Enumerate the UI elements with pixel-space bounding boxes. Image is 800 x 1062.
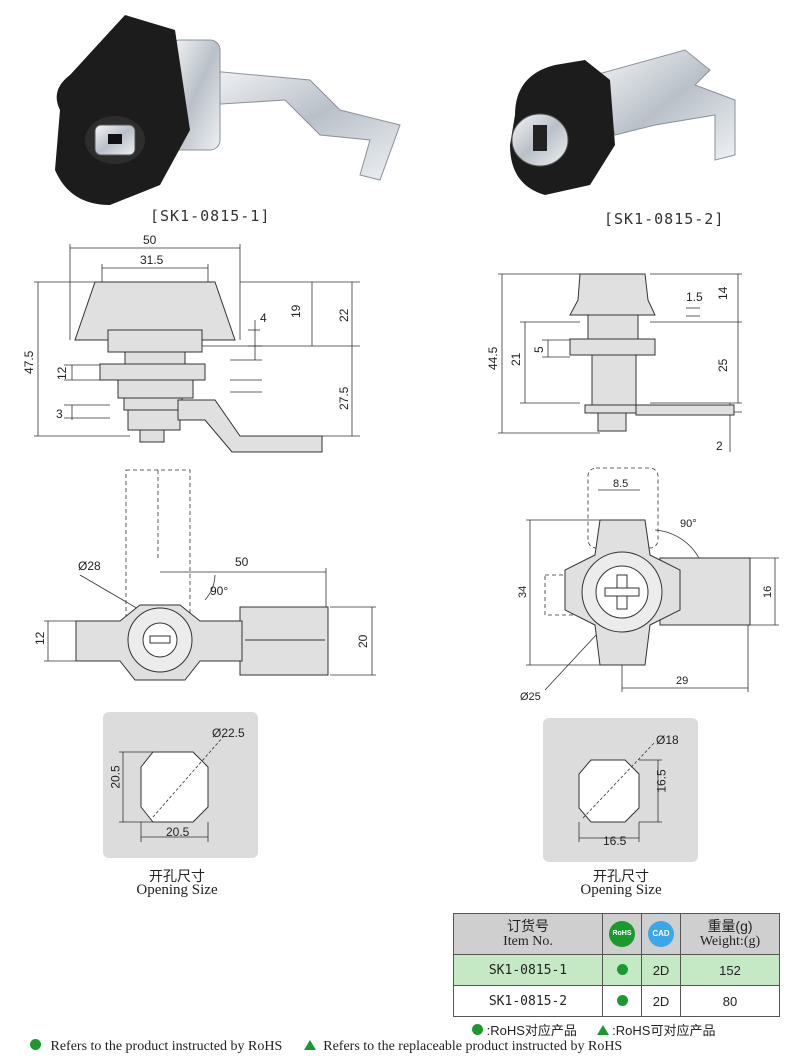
svg-text:14: 14 <box>716 286 730 300</box>
table-row: SK1-0815-1 2D 152 <box>453 954 780 986</box>
opening-width-right: 16.5 <box>603 834 627 848</box>
svg-text:12: 12 <box>33 631 47 645</box>
svg-text:8.5: 8.5 <box>613 478 628 490</box>
cad-cell: 2D <box>641 985 681 1017</box>
opening-diameter-right: Ø18 <box>656 733 679 747</box>
rohs-dot-icon <box>472 1024 483 1035</box>
svg-text:90°: 90° <box>680 518 697 530</box>
item-no-header: 订货号 Item No. <box>453 913 603 955</box>
cad-icon: CAD <box>648 921 674 947</box>
svg-text:12: 12 <box>55 366 69 380</box>
svg-text:44.5: 44.5 <box>486 346 500 370</box>
svg-text:3: 3 <box>56 407 63 421</box>
svg-text:16: 16 <box>762 586 774 598</box>
opening-width-left: 20.5 <box>166 825 190 839</box>
legend-en: Refers to the product instructed by RoHS… <box>30 1039 622 1055</box>
product-caption-right: [SK1-0815-2] <box>604 210 725 228</box>
rohs-triangle-icon <box>596 1025 609 1035</box>
cad-cell: 2D <box>641 954 681 986</box>
product-photo-sk1-0815-1 <box>55 15 401 205</box>
svg-text:50: 50 <box>143 233 157 247</box>
svg-text:50: 50 <box>235 555 249 569</box>
item-no-cell: SK1-0815-1 <box>453 954 603 986</box>
rohs-header: RoHS <box>602 913 642 955</box>
svg-text:29: 29 <box>676 675 688 687</box>
legend-cn: :RoHS对应产品 :RoHS可对应产品 <box>472 1020 715 1039</box>
item-no-cell: SK1-0815-2 <box>453 985 603 1017</box>
svg-text:Ø28: Ø28 <box>78 559 101 573</box>
front-view-drawing-right: 8.5 90° 34 16 Ø25 29 <box>517 467 779 703</box>
opening-label-cn-right: 开孔尺寸 <box>593 868 649 884</box>
svg-text:21: 21 <box>509 352 523 366</box>
rohs-cell <box>602 954 642 986</box>
table-row: SK1-0815-2 2D 80 <box>453 985 780 1017</box>
rohs-dot-icon <box>30 1039 41 1050</box>
weight-cell: 80 <box>680 985 780 1017</box>
weight-header: 重量(g) Weight:(g) <box>680 913 780 955</box>
opening-label-en-left: Opening Size <box>136 882 218 898</box>
product-caption-left: [SK1-0815-1] <box>150 207 271 225</box>
opening-label-en-right: Opening Size <box>580 882 662 898</box>
side-view-drawing-right: 1.5 14 44.5 21 5 25 2 <box>486 273 742 453</box>
svg-text:27.5: 27.5 <box>337 386 351 410</box>
item-table: 订货号 Item No. RoHS CAD 重量(g) Weight:(g) S… <box>453 913 780 1017</box>
svg-text:20: 20 <box>356 634 370 648</box>
table-header-row: 订货号 Item No. RoHS CAD 重量(g) Weight:(g) <box>453 913 780 955</box>
svg-text:47.5: 47.5 <box>22 350 36 374</box>
svg-text:31.5: 31.5 <box>140 253 164 267</box>
opening-height-right: 16.5 <box>654 769 669 793</box>
svg-text:34: 34 <box>517 586 529 598</box>
opening-size-drawing-left <box>119 736 224 842</box>
rohs-triangle-icon <box>303 1040 316 1050</box>
opening-size-drawing-right <box>578 741 662 842</box>
svg-text:90°: 90° <box>210 584 228 598</box>
opening-height-left: 20.5 <box>108 765 123 789</box>
svg-text:25: 25 <box>716 358 730 372</box>
rohs-cell <box>602 985 642 1017</box>
product-photo-sk1-0815-2 <box>510 49 736 195</box>
svg-text:1.5: 1.5 <box>686 290 703 304</box>
weight-cell: 152 <box>680 954 780 986</box>
rohs-icon: RoHS <box>609 921 635 947</box>
opening-label-cn-left: 开孔尺寸 <box>149 868 205 884</box>
svg-text:4: 4 <box>260 311 267 325</box>
svg-text:19: 19 <box>289 304 303 318</box>
svg-text:5: 5 <box>532 346 546 353</box>
opening-diameter-left: Ø22.5 <box>212 726 245 740</box>
rohs-dot-icon <box>616 964 628 975</box>
front-view-drawing-left: Ø28 50 90° 12 20 <box>33 469 376 681</box>
svg-text:Ø25: Ø25 <box>520 691 541 703</box>
side-view-drawing-left: 50 31.5 19 22 4 47.5 12 27.5 3 <box>22 233 360 453</box>
svg-text:22: 22 <box>337 308 351 322</box>
svg-text:2: 2 <box>716 439 723 453</box>
rohs-dot-icon <box>616 995 628 1006</box>
cad-header: CAD <box>641 913 681 955</box>
